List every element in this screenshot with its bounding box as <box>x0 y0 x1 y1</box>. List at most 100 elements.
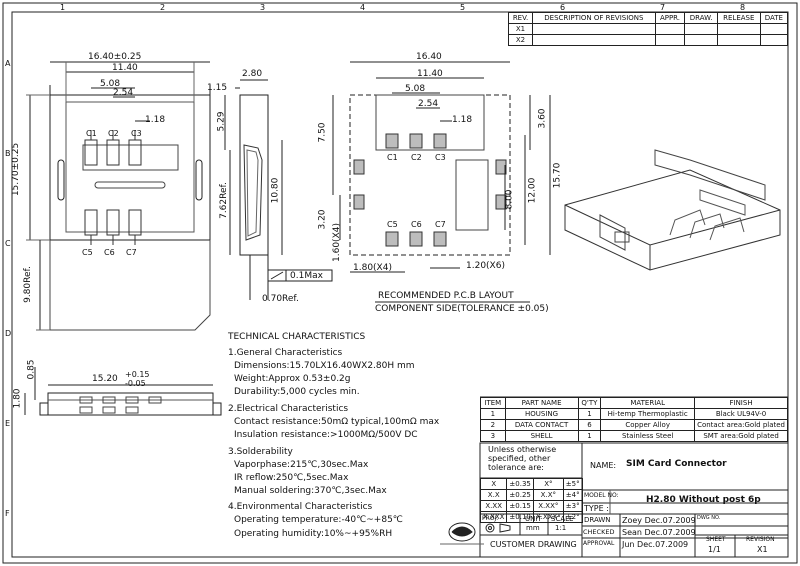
bottom-dim-1520: 15.20 <box>92 374 118 384</box>
front-contact-c1: C1 <box>86 129 97 138</box>
name-value: SIM Card Connector <box>626 459 727 469</box>
drawn-value: Zoey Dec.07.2009 <box>622 516 696 525</box>
bom-material-header: MATERIAL <box>600 397 696 409</box>
checked-label: CHECKED <box>583 528 615 536</box>
tol-cell: ±0.25 <box>506 489 534 501</box>
tol-cell: X <box>479 478 508 490</box>
front-contact-c3: C3 <box>131 129 142 138</box>
front-dim-254: 2.54 <box>113 88 134 98</box>
revision-value: X1 <box>757 545 768 554</box>
tech-vapor: Vaporphase:215℃,30sec.Max <box>234 460 369 470</box>
name-label: NAME: <box>590 461 617 470</box>
bom-cell: 1 <box>577 408 602 420</box>
grid-col-2: 2 <box>160 3 166 12</box>
pcb-dim-1140: 11.40 <box>417 69 443 79</box>
front-contact-c5: C5 <box>82 248 93 257</box>
grid-col-6: 6 <box>560 3 566 12</box>
front-view <box>26 61 211 331</box>
bom-cell: Copper Alloy <box>600 419 696 431</box>
unit-label: UNIT <box>525 515 542 523</box>
rev-row-x1: X1 <box>507 23 534 35</box>
bom-qty-header: Q'TY <box>577 397 602 409</box>
tol-cell: ±3° <box>562 500 583 512</box>
grid-col-4: 4 <box>360 3 366 12</box>
front-dim-118: 1.18 <box>145 115 166 125</box>
grid-col-1: 1 <box>60 3 66 12</box>
pcb-layout-view <box>332 61 551 303</box>
tech-manual: Manual soldering:370℃,3sec.Max <box>234 486 387 496</box>
pcb-dim-180: 1.80(X4) <box>353 263 392 273</box>
dwg-label: DWG NO. <box>697 515 721 521</box>
rev-header: REV. <box>507 12 534 24</box>
tech-durability: Durability:5,000 cycles min. <box>234 387 360 397</box>
revision-label: REVISION <box>746 536 775 543</box>
pcb-pad-c1: C1 <box>387 153 398 162</box>
bom-cell: 1 <box>577 430 602 442</box>
bom-cell: SMT area:Gold plated <box>694 430 788 442</box>
pcb-dim-118: 1.18 <box>452 115 473 125</box>
bom-row: 2 DATA CONTACT 6 Copper Alloy Contact ar… <box>480 419 788 431</box>
side-view-body <box>239 94 269 256</box>
tech-ir: IR reflow:250℃,5sec.Max <box>234 473 349 483</box>
scale-value: 1:1 <box>555 524 567 532</box>
bottom-dim-tol-minus: -0.05 <box>125 379 146 388</box>
front-dim-1140: 11.40 <box>112 63 138 73</box>
inner-border <box>11 11 789 558</box>
bom-row: 1 HOUSING 1 Hi-temp Thermoplastic Black … <box>480 408 788 420</box>
front-contact-c2: C2 <box>108 129 119 138</box>
pcb-dim-750: 7.50 <box>317 122 328 143</box>
tech-env: 4.Environmental Characteristics <box>228 502 373 512</box>
side-dim-115: 1.15 <box>207 83 228 93</box>
approval-label: APPROVAL <box>583 540 615 547</box>
rev-row-x2: X2 <box>507 34 534 46</box>
side-flatness: 0.1Max <box>290 271 323 281</box>
tech-electrical: 2.Electrical Characteristics <box>228 404 349 414</box>
front-dim-508: 5.08 <box>100 79 121 89</box>
company-logo <box>440 522 484 545</box>
side-dim-762: 7.62Ref. <box>218 182 229 219</box>
proj-label: PROJ. <box>482 515 499 522</box>
pcb-dim-160: 1.60(X4) <box>331 223 342 262</box>
bom-table: ITEM PART NAME Q'TY MATERIAL FINISH 1 HO… <box>480 397 788 442</box>
pcb-dim-320: 3.20 <box>317 209 328 230</box>
tol-note-3: tolerance are: <box>488 463 544 472</box>
bottom-view-body <box>47 392 214 416</box>
drawn-label: DRAWN <box>584 516 611 524</box>
rev-appr-header: APPR. <box>654 12 686 24</box>
tol-cell: X.XX <box>479 500 508 512</box>
front-dim-width: 16.40±0.25 <box>88 52 142 62</box>
tol-cell: X.XXX° <box>532 511 564 523</box>
bom-cell: Contact area:Gold plated <box>694 419 788 431</box>
bom-cell: 6 <box>577 419 602 431</box>
sheet-label: SHEET <box>706 536 726 543</box>
pcb-dim-1200: 12.00 <box>527 177 538 204</box>
tech-general: 1.General Characteristics <box>228 348 343 358</box>
tol-cell: ±0.35 <box>506 478 534 490</box>
bom-cell: Black UL94V-0 <box>694 408 788 420</box>
front-dim-height: 15.70±0.25 <box>11 142 22 197</box>
bottom-dim-180: 1.80 <box>12 388 23 409</box>
pcb-dim-800: 8.00 <box>504 189 515 210</box>
rev-desc-header: DESCRIPTION OF REVISIONS <box>532 12 656 24</box>
pcb-pad-c3: C3 <box>435 153 446 162</box>
unit-value: mm <box>526 524 540 532</box>
bom-row: 3 SHELL 1 Stainless Steel SMT area:Gold … <box>480 430 788 442</box>
checked-value: Sean Dec.07.2009 <box>622 528 696 537</box>
bom-cell: 2 <box>480 419 506 431</box>
tech-weight: Weight:Approx 0.53±0.2g <box>234 374 351 384</box>
pcb-dim-360: 3.60 <box>537 108 548 129</box>
grid-row-b: B <box>5 149 11 158</box>
side-view <box>224 79 333 300</box>
model-label: MODEL NO: <box>584 492 619 499</box>
grid-row-f: F <box>5 509 10 518</box>
pcb-dim-1570: 15.70 <box>552 162 563 189</box>
bom-cell: Hi-temp Thermoplastic <box>600 408 696 420</box>
pcb-dim-1640: 16.40 <box>416 52 442 62</box>
pcb-dim-254: 2.54 <box>418 99 439 109</box>
